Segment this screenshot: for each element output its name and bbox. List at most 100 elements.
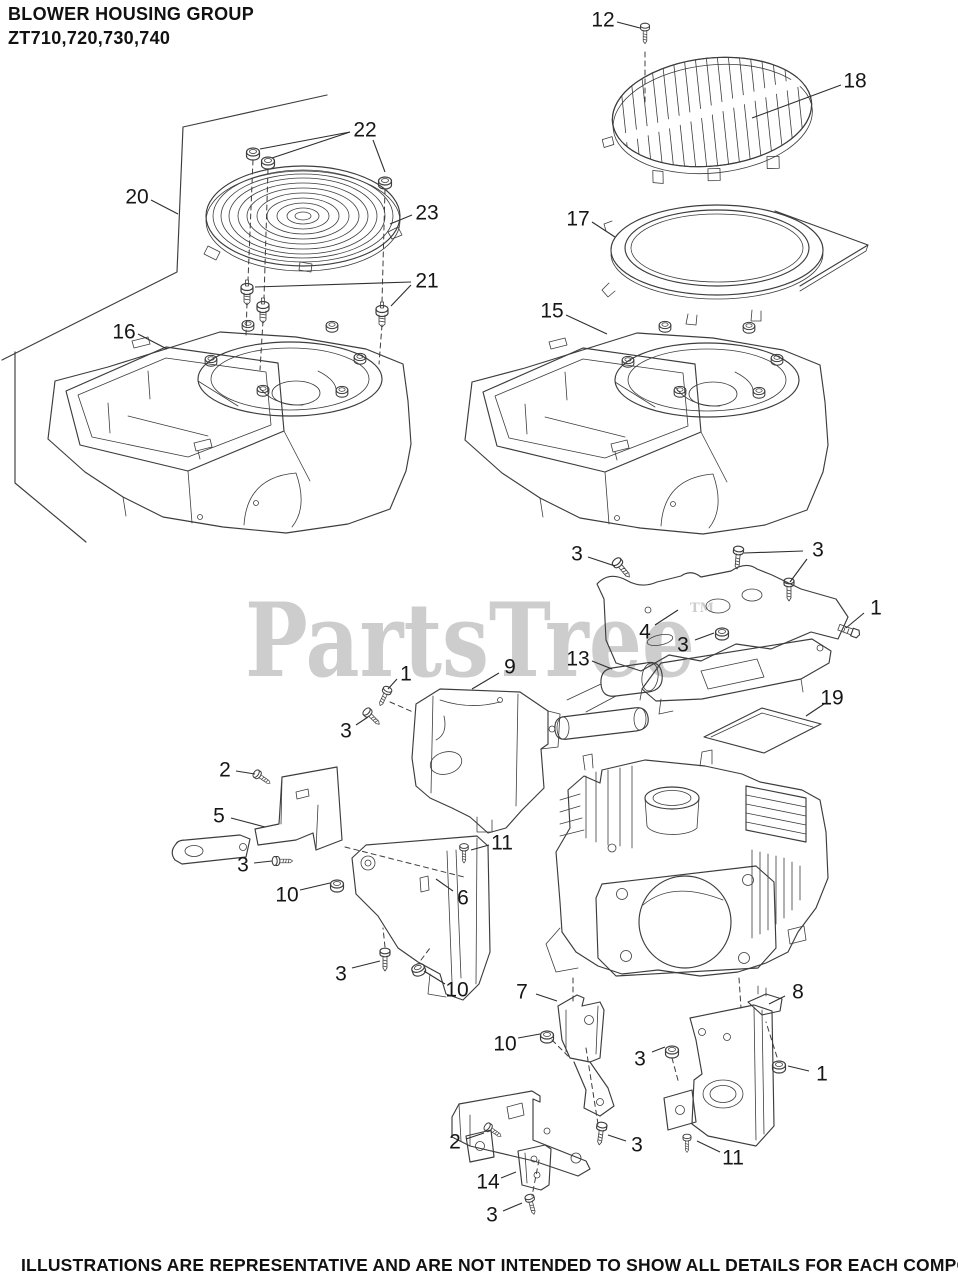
callout-3[interactable]: 3	[571, 543, 583, 566]
leader-line-3	[694, 632, 715, 641]
callout-1[interactable]: 1	[870, 597, 882, 620]
bracket-14-assembly	[451, 1090, 591, 1191]
callout-9[interactable]: 9	[504, 656, 516, 679]
screw-3-f	[271, 855, 294, 867]
leader-line-12	[616, 21, 641, 29]
callout-11[interactable]: 11	[722, 1147, 744, 1170]
leader-line-10	[423, 970, 446, 985]
callout-19[interactable]: 19	[820, 687, 843, 710]
callout-21[interactable]: 21	[415, 270, 438, 293]
callout-2[interactable]: 2	[449, 1131, 461, 1154]
callout-18[interactable]: 18	[843, 70, 866, 93]
screw-3-g	[379, 947, 391, 972]
screw-3-j	[523, 1192, 539, 1216]
callout-1[interactable]: 1	[400, 663, 412, 686]
callout-3[interactable]: 3	[677, 634, 689, 657]
callout-3[interactable]: 3	[486, 1204, 498, 1227]
leader-line-3	[651, 1046, 666, 1053]
callout-23[interactable]: 23	[415, 202, 438, 225]
assembly-dashed-lines	[245, 51, 778, 1197]
leader-line-21	[254, 281, 412, 288]
leader-line-2	[235, 770, 256, 775]
leader-line-3	[253, 860, 273, 864]
leader-line-18	[751, 84, 842, 119]
callout-11[interactable]: 11	[491, 832, 513, 855]
bracket-7	[557, 994, 615, 1117]
callout-7[interactable]: 7	[516, 981, 528, 1004]
callout-17[interactable]: 17	[566, 208, 589, 231]
screen-23	[203, 165, 403, 273]
plate-19	[703, 707, 822, 754]
watermark: PartsTree TM	[245, 581, 714, 701]
grille-18	[601, 56, 813, 184]
callout-6[interactable]: 6	[457, 887, 469, 910]
callout-16[interactable]: 16	[112, 321, 135, 344]
leader-line-11	[470, 844, 490, 851]
callout-3[interactable]: 3	[340, 720, 352, 743]
callout-3[interactable]: 3	[812, 539, 824, 562]
callout-4[interactable]: 4	[639, 621, 651, 644]
leader-line-7	[535, 993, 558, 1002]
callout-22[interactable]: 22	[353, 119, 376, 142]
leader-line-10	[299, 882, 331, 891]
bracket-5-assembly	[171, 766, 343, 865]
nut-10-c	[539, 1030, 555, 1044]
nut-1-c	[771, 1060, 787, 1074]
leader-line-21	[390, 284, 412, 307]
callout-10[interactable]: 10	[493, 1033, 516, 1056]
nut-3-d	[714, 627, 730, 641]
screw-3-h	[593, 1121, 608, 1147]
leader-line-10	[517, 1033, 541, 1039]
nut-3-i	[664, 1045, 680, 1059]
watermark-text: PartsTree	[245, 581, 695, 701]
leader-line-1	[787, 1065, 810, 1072]
leader-line-3	[743, 550, 804, 554]
leader-line-1	[387, 678, 398, 690]
nut-10-b	[409, 961, 428, 979]
callout-3[interactable]: 3	[634, 1048, 646, 1071]
leader-line-3	[502, 1202, 523, 1212]
blower-housing-15	[465, 321, 828, 534]
engine-crankcase	[545, 749, 829, 977]
callout-1[interactable]: 1	[816, 1063, 828, 1086]
leader-line-8	[768, 995, 786, 1005]
callout-12[interactable]: 12	[591, 9, 614, 32]
leader-line-5	[230, 817, 266, 828]
callout-8[interactable]: 8	[792, 981, 804, 1004]
callout-3[interactable]: 3	[237, 854, 249, 877]
callout-3[interactable]: 3	[631, 1134, 643, 1157]
handle-13	[554, 661, 663, 740]
leader-line-15	[565, 314, 608, 335]
title-block: BLOWER HOUSING GROUP ZT710,720,730,740	[8, 2, 254, 50]
leader-line-16	[137, 333, 168, 350]
leader-line-22	[372, 139, 386, 173]
callout-5[interactable]: 5	[213, 805, 225, 828]
leader-line-2	[465, 1132, 485, 1140]
screw-2-a	[251, 768, 273, 788]
ring-17	[601, 204, 869, 326]
callout-20[interactable]: 20	[125, 186, 148, 209]
callout-3[interactable]: 3	[335, 963, 347, 986]
callout-15[interactable]: 15	[540, 300, 563, 323]
leader-line-3	[587, 556, 616, 567]
leader-line-3	[351, 960, 381, 969]
callout-10[interactable]: 10	[445, 979, 468, 1002]
callout-14[interactable]: 14	[476, 1171, 500, 1194]
footer-disclaimer: ILLUSTRATIONS ARE REPRESENTATIVE AND ARE…	[21, 1255, 958, 1275]
callout-10[interactable]: 10	[275, 884, 298, 907]
callout-2[interactable]: 2	[219, 759, 231, 782]
callout-13[interactable]: 13	[566, 648, 589, 671]
screw-2-b	[482, 1121, 504, 1141]
leader-line-9	[471, 672, 500, 690]
screw-3-e	[361, 706, 383, 728]
leader-line-13	[591, 660, 613, 670]
leader-line-20	[150, 199, 179, 215]
leader-line-3	[789, 558, 808, 583]
leader-line-11	[696, 1140, 721, 1153]
leader-line-22	[259, 131, 351, 150]
baffle-9	[411, 688, 561, 834]
assembly-outline-20	[1, 94, 328, 543]
nut-10-a	[329, 879, 345, 893]
